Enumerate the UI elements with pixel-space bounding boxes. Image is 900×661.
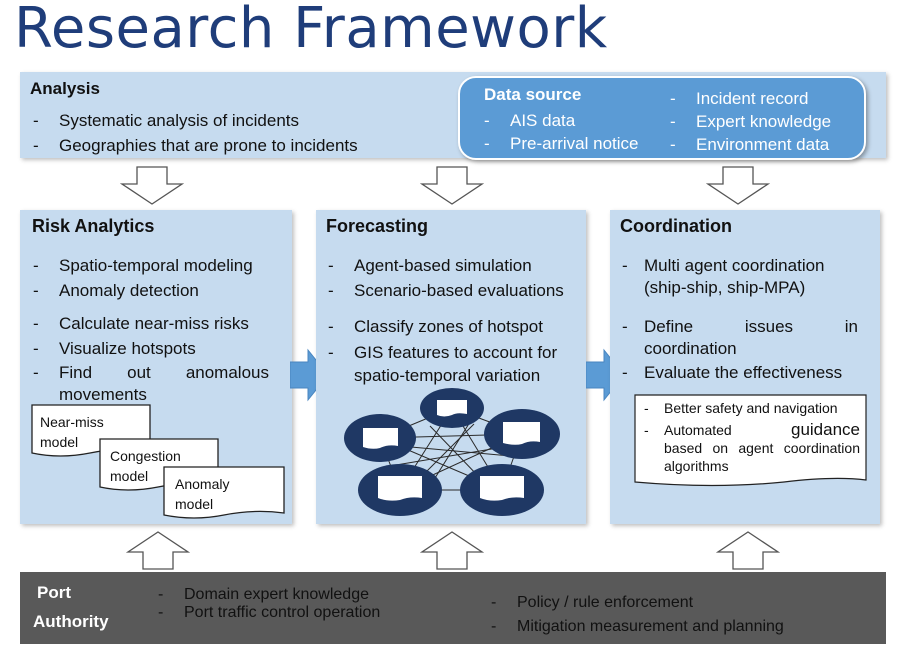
risk-item: Visualize hotspots bbox=[33, 336, 196, 361]
port-item: Domain expert knowledge bbox=[158, 586, 380, 604]
port-authority-heading: Authority bbox=[33, 612, 109, 631]
up-arrow-icon bbox=[716, 531, 780, 570]
forecast-item: Agent-based simulation bbox=[328, 253, 532, 278]
data-source-item: Pre-arrival notice bbox=[484, 131, 639, 156]
analysis-item: Systematic analysis of incidents bbox=[33, 108, 299, 133]
risk-analytics-heading: Risk Analytics bbox=[32, 216, 155, 236]
document-stack-icon bbox=[31, 404, 285, 519]
data-source-item: Incident record bbox=[670, 87, 831, 110]
card-anomaly: Anomaly model bbox=[175, 476, 230, 512]
card-congestion: Congestion model bbox=[110, 448, 181, 484]
coordination-item: Multi agent coordination (ship-ship, shi… bbox=[644, 256, 825, 297]
data-source-heading: Data source bbox=[484, 85, 582, 104]
risk-item: Spatio-temporal modeling bbox=[33, 253, 253, 278]
note-item: based on agent coordination algorithms bbox=[664, 440, 860, 474]
note-item: Better safety and navigation bbox=[664, 400, 838, 416]
page-title: Research Framework bbox=[14, 0, 608, 61]
coordination-heading: Coordination bbox=[620, 216, 732, 236]
risk-item: Anomaly detection bbox=[33, 278, 199, 303]
up-arrow-icon bbox=[420, 531, 484, 570]
risk-item: Find out anomalous movements bbox=[59, 363, 269, 404]
port-item: Policy / rule enforcement bbox=[491, 591, 784, 615]
analysis-heading: Analysis bbox=[30, 79, 100, 98]
analysis-item: Geographies that are prone to incidents bbox=[33, 133, 358, 158]
up-arrow-icon bbox=[126, 531, 190, 570]
down-arrow-icon bbox=[120, 166, 184, 205]
agent-network-diagram bbox=[344, 388, 560, 516]
port-item: Mitigation measurement and planning bbox=[491, 615, 784, 639]
port-item: Port traffic control operation bbox=[158, 604, 380, 622]
data-source-item: AIS data bbox=[484, 108, 575, 133]
down-arrow-icon bbox=[420, 166, 484, 205]
note-document-icon bbox=[634, 394, 867, 487]
coordination-item: Evaluate the effectiveness bbox=[644, 363, 843, 382]
card-near-miss: Near-miss model bbox=[40, 414, 104, 450]
forecast-item: Classify zones of hotspot bbox=[328, 314, 543, 339]
forecast-item: Scenario-based evaluations bbox=[328, 278, 564, 303]
data-source-item: Environment data bbox=[670, 133, 831, 156]
coordination-item: Define issues in coordination bbox=[644, 317, 858, 358]
risk-item: Calculate near-miss risks bbox=[33, 311, 249, 336]
port-authority-heading: Port bbox=[37, 583, 71, 602]
data-source-item: Expert knowledge bbox=[670, 110, 831, 133]
down-arrow-icon bbox=[706, 166, 770, 205]
forecast-item: GIS features to account for spatio-tempo… bbox=[354, 343, 558, 385]
note-item: Automated bbox=[664, 422, 732, 438]
forecasting-heading: Forecasting bbox=[326, 216, 429, 236]
note-item-emphasis: guidance bbox=[790, 420, 860, 439]
